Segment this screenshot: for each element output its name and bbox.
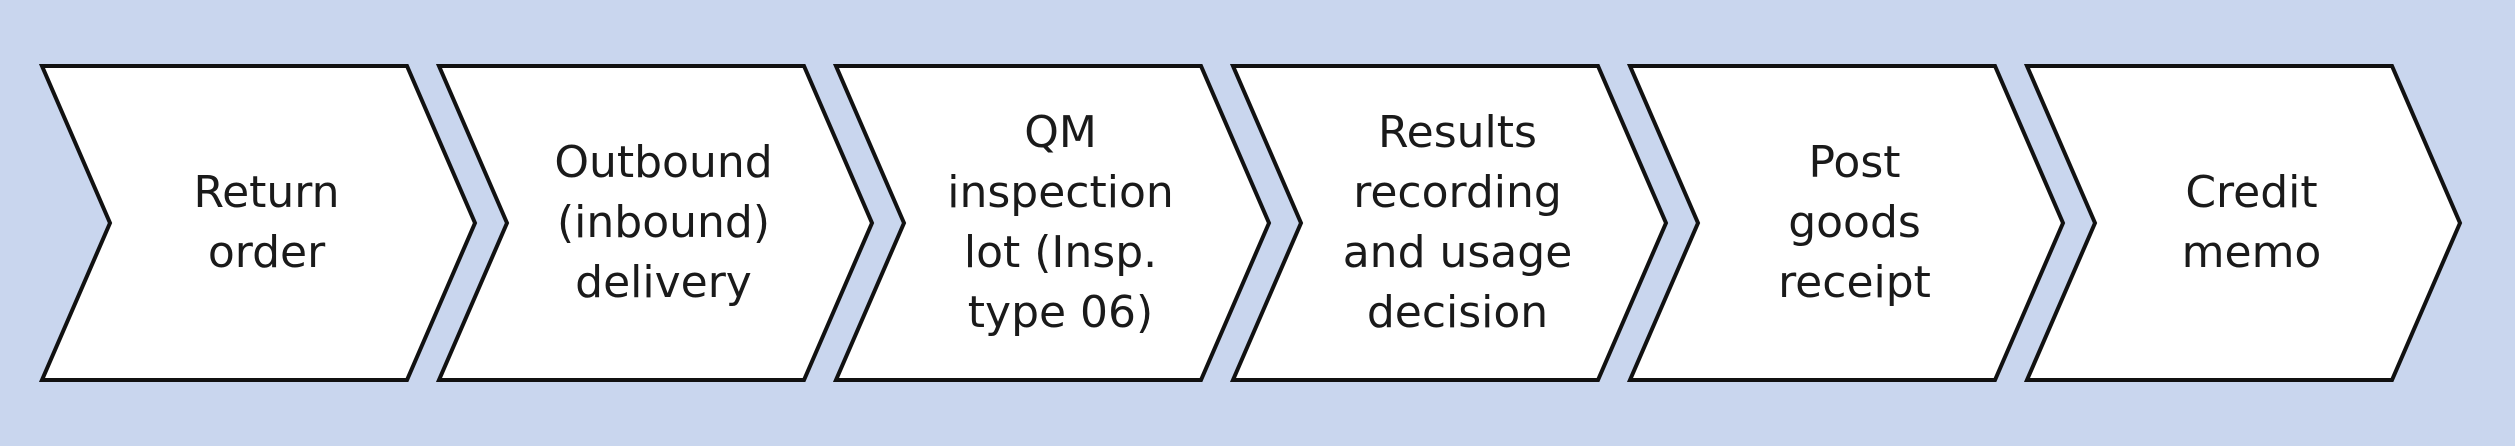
step-label-line: decision bbox=[1366, 287, 1549, 338]
step-label-line: Outbound bbox=[554, 137, 773, 188]
step-label-post-goods-receipt: Post goods receipt bbox=[1705, 66, 2005, 380]
chevron-step-qm-inspection-lot bbox=[832, 64, 1272, 382]
chevron-step-post-goods-receipt bbox=[1626, 64, 2066, 382]
step-label-line: Results bbox=[1378, 107, 1537, 158]
step-label-line: inspection bbox=[947, 167, 1174, 218]
step-label-line: memo bbox=[2181, 227, 2322, 278]
step-label-qm-inspection-lot: QM inspection lot (Insp. type 06) bbox=[911, 66, 1211, 380]
step-label-credit-memo: Credit memo bbox=[2102, 66, 2402, 380]
step-label-outbound-delivery: Outbound (inbound) delivery bbox=[514, 66, 814, 380]
step-label-line: Return bbox=[193, 167, 340, 218]
step-label-line: order bbox=[207, 227, 326, 278]
step-label-results-recording: Results recording and usage decision bbox=[1308, 66, 1608, 380]
chevron-step-results-recording bbox=[1229, 64, 1669, 382]
step-label-return-order: Return order bbox=[117, 66, 417, 380]
step-label-line: goods bbox=[1788, 197, 1921, 248]
chevron-step-outbound-delivery bbox=[435, 64, 875, 382]
step-label-line: delivery bbox=[575, 257, 752, 308]
chevron-step-credit-memo bbox=[2023, 64, 2463, 382]
step-label-line: Post bbox=[1808, 137, 1901, 188]
step-label-line: receipt bbox=[1778, 257, 1931, 308]
step-label-line: recording bbox=[1353, 167, 1562, 218]
step-label-line: and usage bbox=[1342, 227, 1573, 278]
step-label-line: lot (Insp. bbox=[963, 227, 1158, 278]
step-label-line: type 06) bbox=[967, 287, 1154, 338]
chevron-step-return-order bbox=[38, 64, 478, 382]
step-label-line: QM bbox=[1024, 107, 1097, 158]
step-label-line: (inbound) bbox=[557, 197, 770, 248]
step-label-line: Credit bbox=[2185, 167, 2318, 218]
